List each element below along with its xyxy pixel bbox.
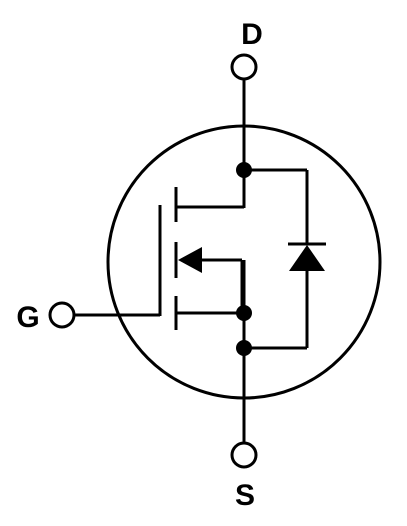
drain-label: D: [241, 18, 263, 51]
source-terminal: [230, 441, 258, 469]
source-label: S: [235, 479, 255, 512]
junction-dot-source-upper: [236, 305, 252, 321]
drain-terminal: [230, 53, 258, 81]
diode-triangle-icon: [289, 245, 325, 271]
gate-terminal: [48, 301, 76, 329]
body-arrow-icon: [178, 247, 202, 273]
gate-label: G: [16, 301, 39, 334]
